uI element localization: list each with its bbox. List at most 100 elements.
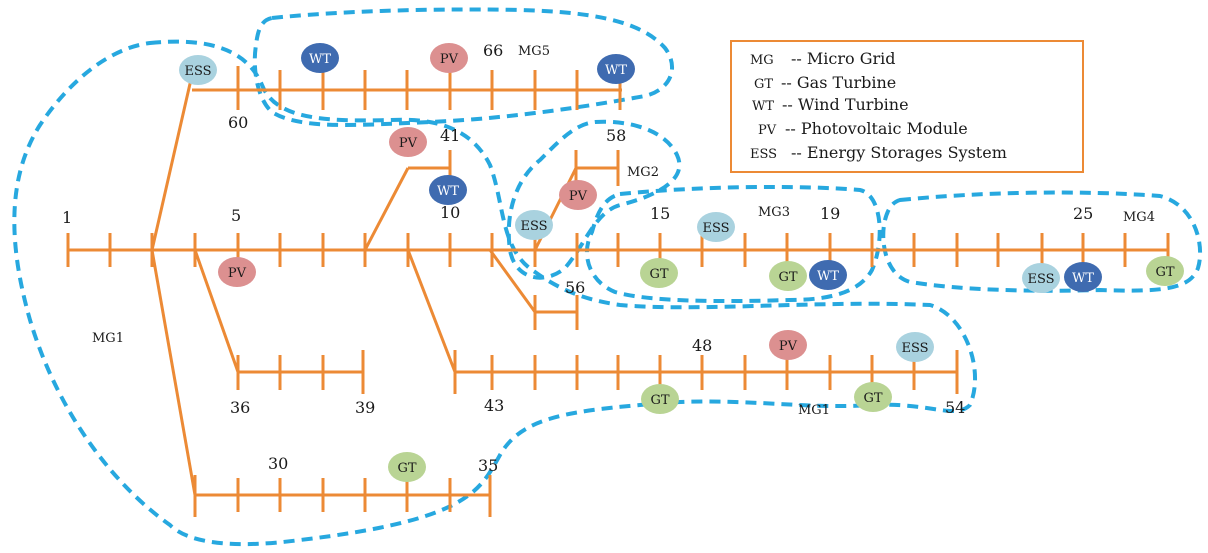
wt-label: WT	[309, 52, 331, 67]
node-36: 36	[230, 398, 250, 417]
pv-component: PV	[430, 43, 468, 73]
pv-label: PV	[779, 339, 798, 354]
node-15: 15	[650, 204, 670, 223]
ess-marker	[179, 55, 217, 85]
wt-component: WT	[1064, 262, 1102, 292]
branch-to-43-54	[406, 249, 457, 373]
ess-label: ESS	[1027, 272, 1054, 287]
pv-label: PV	[228, 266, 247, 281]
wt-component: WT	[429, 175, 467, 205]
gt-label: GT	[649, 267, 668, 282]
node-labels: 1 5 10 15 19 25 30 35 36 39 41 43 48 54 …	[62, 41, 1093, 475]
legend-text-wt: -- Wind Turbine	[782, 95, 909, 114]
ess-label: ESS	[520, 219, 547, 234]
legend-abbr-pv: PV	[758, 123, 777, 138]
gt-component: GT	[854, 382, 892, 412]
pv-marker	[430, 43, 468, 73]
label-mg1-left: MG1	[92, 331, 124, 346]
label-mg2: MG2	[627, 165, 659, 180]
wt-marker	[597, 54, 635, 84]
wt-component: WT	[301, 43, 339, 73]
wt-marker	[1064, 262, 1102, 292]
node-41: 41	[440, 126, 460, 145]
wt-label: WT	[605, 63, 627, 78]
wt-label: WT	[1072, 271, 1094, 286]
legend-abbr-ess: ESS	[750, 147, 777, 162]
pv-label: PV	[399, 136, 418, 151]
legend-text-gt: -- Gas Turbine	[781, 73, 896, 92]
wt-component: WT	[597, 54, 635, 84]
ess-component: ESS	[515, 210, 553, 240]
pv-marker	[389, 127, 427, 157]
node-10: 10	[440, 203, 460, 222]
gt-marker	[854, 382, 892, 412]
gt-label: GT	[650, 393, 669, 408]
legend-abbr-mg: MG	[750, 53, 774, 68]
gt-component: GT	[388, 452, 426, 482]
ess-marker	[896, 332, 934, 362]
wt-component: WT	[809, 260, 847, 290]
node-43: 43	[484, 396, 504, 415]
node-66: 66	[483, 41, 503, 60]
node-48: 48	[692, 336, 712, 355]
legend: MG -- Micro Grid GT -- Gas Turbine WT --…	[730, 40, 1084, 173]
ess-label: ESS	[901, 341, 928, 356]
label-mg4: MG4	[1123, 210, 1155, 225]
bus-ticks	[66, 66, 1170, 517]
gt-marker	[641, 384, 679, 414]
gt-marker	[640, 258, 678, 288]
gt-component: GT	[1146, 256, 1184, 286]
pv-component: PV	[218, 257, 256, 287]
ess-component: ESS	[896, 332, 934, 362]
ess-component: ESS	[179, 55, 217, 85]
legend-abbr-gt: GT	[754, 77, 773, 92]
ess-marker	[1022, 263, 1060, 293]
branch-to-30-35	[150, 249, 197, 496]
wt-marker	[429, 175, 467, 205]
boundary-mg2	[506, 119, 682, 280]
branch-to-36-39	[193, 249, 240, 373]
pv-component: PV	[769, 330, 807, 360]
pv-marker	[769, 330, 807, 360]
legend-box	[730, 40, 1084, 173]
legend-text-ess: -- Energy Storages System	[791, 143, 1007, 162]
node-54: 54	[945, 398, 965, 417]
node-60: 60	[228, 113, 248, 132]
branch-to-41	[363, 167, 410, 251]
node-1: 1	[62, 208, 72, 227]
node-30: 30	[268, 454, 288, 473]
pv-label: PV	[569, 189, 588, 204]
node-25: 25	[1073, 204, 1093, 223]
boundary-mg4	[881, 190, 1203, 293]
gt-marker	[388, 452, 426, 482]
wt-marker	[301, 43, 339, 73]
gt-component: GT	[641, 384, 679, 414]
gt-label: GT	[1155, 265, 1174, 280]
wt-label: WT	[817, 269, 839, 284]
ess-marker	[697, 212, 735, 242]
node-5: 5	[231, 206, 241, 225]
node-56: 56	[565, 278, 585, 297]
branch-to-56	[488, 249, 537, 313]
node-39: 39	[355, 398, 375, 417]
node-35: 35	[478, 456, 498, 475]
node-19: 19	[820, 204, 840, 223]
legend-abbr-wt: WT	[752, 99, 774, 114]
label-mg3: MG3	[758, 205, 790, 220]
ess-component: ESS	[1022, 263, 1060, 293]
gt-marker	[1146, 256, 1184, 286]
node-58: 58	[606, 126, 626, 145]
ess-label: ESS	[184, 64, 211, 79]
boundary-mg1	[12, 39, 977, 547]
gt-label: GT	[863, 391, 882, 406]
pv-label: PV	[440, 52, 459, 67]
gt-component: GT	[640, 258, 678, 288]
pv-marker	[559, 180, 597, 210]
gt-component: GT	[769, 261, 807, 291]
gt-marker	[769, 261, 807, 291]
ess-marker	[515, 210, 553, 240]
ess-component: ESS	[697, 212, 735, 242]
pv-marker	[218, 257, 256, 287]
wt-label: WT	[437, 184, 459, 199]
